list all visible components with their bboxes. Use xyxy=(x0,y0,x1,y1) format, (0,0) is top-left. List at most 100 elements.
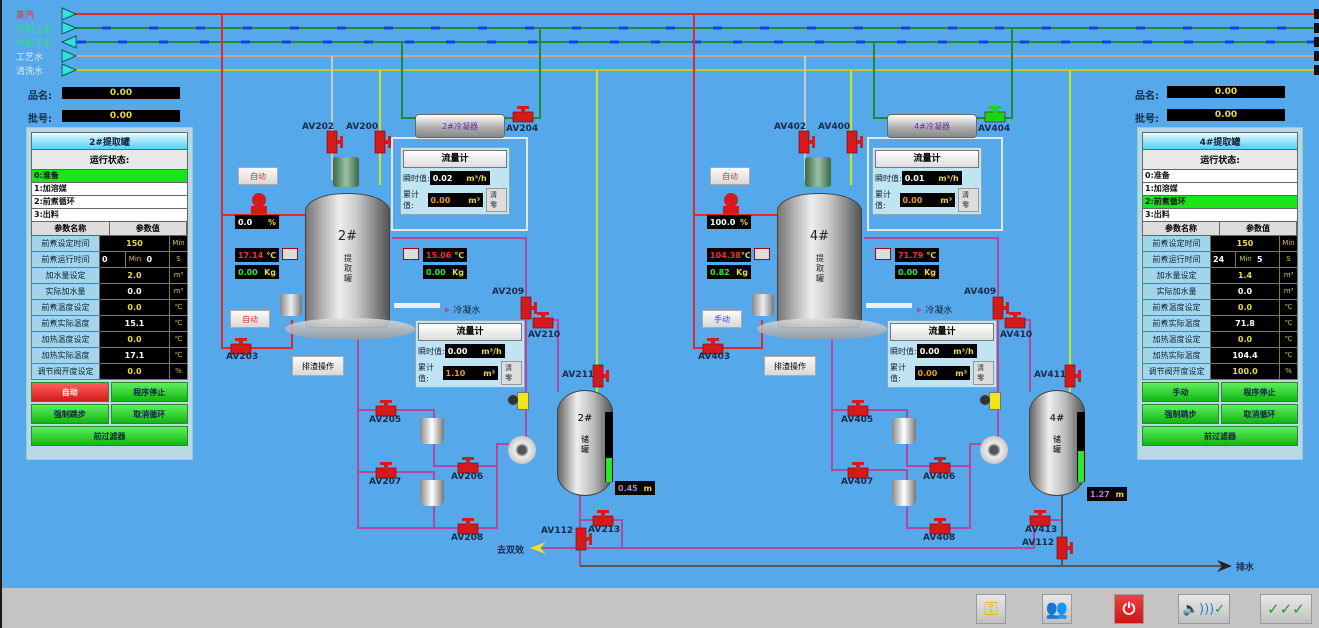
pre-filter-button[interactable]: 前过滤器 xyxy=(31,426,188,446)
valve-av404[interactable] xyxy=(984,104,1006,128)
valve-av409[interactable] xyxy=(990,296,1010,324)
product-name-value[interactable]: 0.00 xyxy=(62,87,180,99)
valve-av200[interactable] xyxy=(372,130,392,158)
batch-value-right[interactable]: 0.00 xyxy=(1167,109,1285,121)
bottom-valve-mode-button[interactable]: 手动 xyxy=(702,310,742,328)
steam-control-valve-icon[interactable] xyxy=(720,192,742,220)
param-value[interactable]: 0.0 xyxy=(100,332,169,347)
extraction-tank[interactable]: 2#提取罐 xyxy=(305,193,390,328)
valve-av202[interactable] xyxy=(324,130,344,158)
temp-left-readout: 17.14℃ xyxy=(235,248,279,262)
user-switch-button[interactable]: 👥 xyxy=(1042,594,1072,624)
param-value[interactable]: 0.0 xyxy=(1211,300,1279,315)
param-value-min[interactable]: 24 xyxy=(1211,252,1235,267)
extraction-tank[interactable]: 4#提取罐 xyxy=(777,193,862,328)
valve-av204[interactable] xyxy=(512,104,534,128)
valve-av402[interactable] xyxy=(796,130,816,158)
condenser-label: 2#冷凝器 xyxy=(442,121,478,131)
force-step-button[interactable]: 强制跳步 xyxy=(31,404,109,424)
param-unit: Min xyxy=(1235,252,1255,267)
valve-av209[interactable] xyxy=(518,296,538,324)
reset-total-button[interactable]: 清零 xyxy=(973,361,994,385)
param-value: 104.4 xyxy=(1211,348,1279,363)
steam-valve-mode-button[interactable]: 自动 xyxy=(710,167,750,185)
total-label: 累计值: xyxy=(403,190,419,210)
filter-1-icon xyxy=(892,418,916,444)
param-value[interactable]: 0.0 xyxy=(100,364,169,379)
pump-icon[interactable] xyxy=(508,436,536,464)
temp-sensor-icon xyxy=(282,248,298,260)
param-value-min[interactable]: 0 xyxy=(100,252,125,267)
param-value: 17.1 xyxy=(100,348,169,363)
valve-av406[interactable] xyxy=(929,455,951,479)
param-value[interactable]: 150 xyxy=(1211,236,1279,251)
valve-av210[interactable] xyxy=(532,310,554,334)
total-value: 0.00 xyxy=(917,368,938,378)
param-unit: Min xyxy=(169,236,187,251)
alarm-ack-button[interactable]: 🔈)))✓ xyxy=(1178,594,1230,624)
filter-2-icon xyxy=(420,480,444,506)
condenser[interactable]: 4#冷凝器 xyxy=(887,114,977,138)
program-stop-button[interactable]: 程序停止 xyxy=(1221,382,1298,402)
cancel-loop-button[interactable]: 取消循环 xyxy=(1221,404,1298,424)
batch-value[interactable]: 0.00 xyxy=(62,110,180,122)
valve-av413[interactable] xyxy=(1029,508,1051,532)
valve-av410[interactable] xyxy=(1004,310,1026,334)
manual-mode-button[interactable]: 手动 xyxy=(1142,382,1219,402)
steam-control-valve-icon[interactable] xyxy=(248,192,270,220)
param-value[interactable]: 0.0 xyxy=(1211,332,1279,347)
storage-tank[interactable]: 2#储罐 xyxy=(557,390,613,496)
condenser[interactable]: 2#冷凝器 xyxy=(415,114,505,138)
valve-av206[interactable] xyxy=(457,455,479,479)
slag-discharge-button[interactable]: 排渣操作 xyxy=(292,356,344,376)
valve-av211[interactable] xyxy=(590,364,610,392)
valve-av408[interactable] xyxy=(929,516,951,540)
reset-total-button[interactable]: 清零 xyxy=(958,188,979,212)
param-value-sec[interactable]: 0 xyxy=(144,252,169,267)
valve-av407[interactable] xyxy=(847,460,869,484)
valve-av112[interactable] xyxy=(1054,536,1074,564)
program-stop-button[interactable]: 程序停止 xyxy=(110,382,188,402)
force-step-button[interactable]: 强制跳步 xyxy=(1142,404,1219,424)
reset-total-button[interactable]: 清零 xyxy=(486,188,507,212)
storage-tank-label: 2# xyxy=(577,413,593,424)
steam-valve-mode-button[interactable]: 自动 xyxy=(238,167,278,185)
panel-title: 4#提取罐 xyxy=(1142,132,1298,150)
tank-name: 提取罐 xyxy=(344,254,352,283)
reset-total-button[interactable]: 清零 xyxy=(501,361,522,385)
storage-tank[interactable]: 4#储罐 xyxy=(1029,390,1085,496)
login-button[interactable]: ⚿ xyxy=(976,594,1006,624)
bottom-valve-mode-button[interactable]: 自动 xyxy=(230,310,270,328)
valve-label: AV208 xyxy=(451,533,484,543)
valve-av203[interactable] xyxy=(230,336,252,360)
valve-av405[interactable] xyxy=(847,398,869,422)
valve-av207[interactable] xyxy=(375,460,397,484)
pump-icon[interactable] xyxy=(980,436,1008,464)
auto-mode-button[interactable]: 自动 xyxy=(31,382,109,402)
valve-av400[interactable] xyxy=(844,130,864,158)
pre-filter-button[interactable]: 前过滤器 xyxy=(1142,426,1298,446)
valve-av403[interactable] xyxy=(702,336,724,360)
valve-av411[interactable] xyxy=(1062,364,1082,392)
filter-2-icon xyxy=(892,480,916,506)
valve-av205[interactable] xyxy=(375,398,397,422)
param-value[interactable]: 150 xyxy=(100,236,169,251)
valve-av213[interactable] xyxy=(592,508,614,532)
param-name: 前煮设定时间 xyxy=(32,236,100,251)
cancel-loop-button[interactable]: 取消循环 xyxy=(110,404,188,424)
slag-discharge-button[interactable]: 排渣操作 xyxy=(764,356,816,376)
instant-unit: m³/h xyxy=(938,173,959,183)
param-value[interactable]: 0.0 xyxy=(100,300,169,315)
product-name-value-right[interactable]: 0.00 xyxy=(1167,86,1285,98)
param-value[interactable]: 1.4 xyxy=(1211,268,1279,283)
power-button[interactable]: ⏻ xyxy=(1114,594,1144,624)
param-value[interactable]: 100.0 xyxy=(1211,364,1279,379)
valve-label: AV211 xyxy=(562,370,595,380)
valve-av112[interactable] xyxy=(573,527,593,555)
total-label: 累计值: xyxy=(890,363,906,383)
confirm-all-button[interactable]: ✓✓✓ xyxy=(1260,594,1312,624)
param-value[interactable]: 2.0 xyxy=(100,268,169,283)
valve-av208[interactable] xyxy=(457,516,479,540)
param-value-sec[interactable]: 5 xyxy=(1255,252,1279,267)
